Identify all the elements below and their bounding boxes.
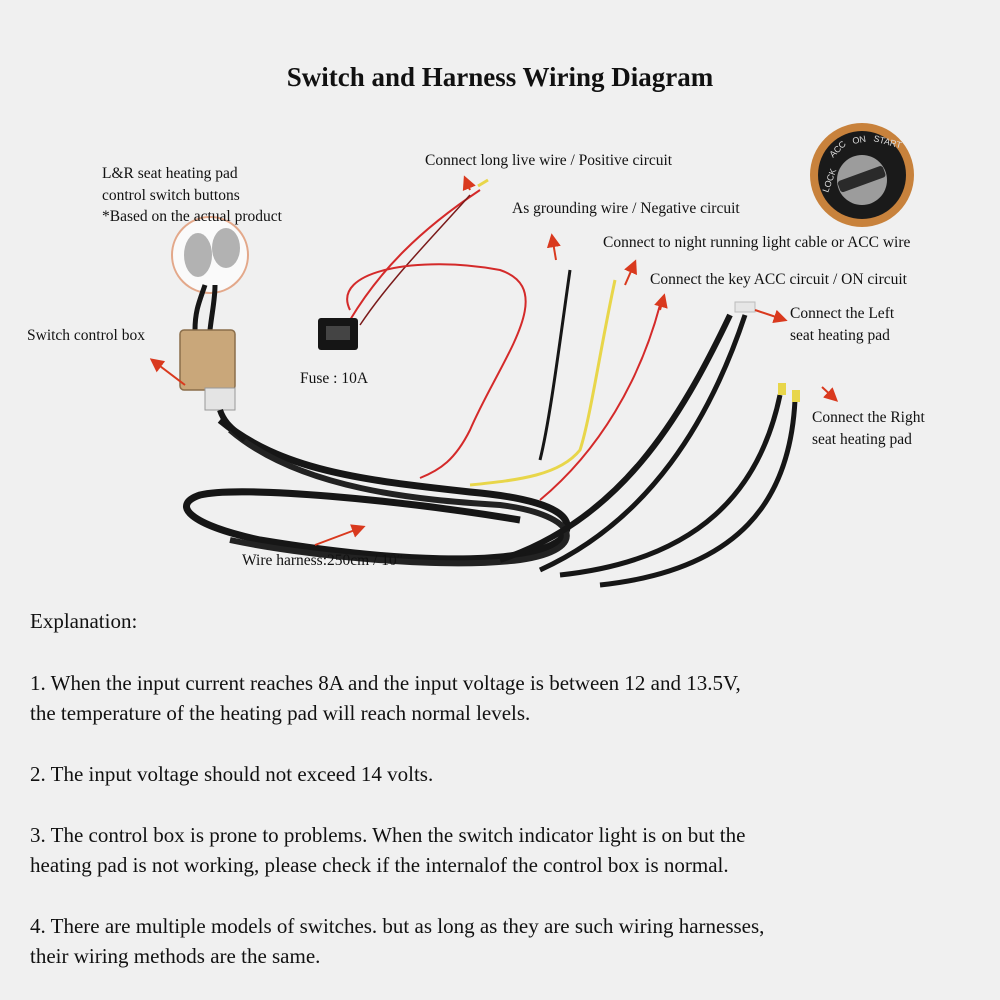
note-3-line2: heating pad is not working, please check… — [30, 853, 729, 877]
right-pad-cable — [559, 394, 783, 578]
explanation-note-4: 4. There are multiple models of switches… — [30, 911, 980, 971]
right-pad-connector — [778, 383, 786, 395]
switch-control-box — [179, 329, 236, 391]
label-key-acc: Connect the key ACC circuit / ON circuit — [650, 271, 907, 288]
label-night-running-light: Connect to night running light cable or … — [603, 234, 911, 251]
fuse-slot — [326, 326, 350, 340]
note-1-line2: the temperature of the heating pad will … — [30, 701, 531, 725]
ignition-on-text: ON — [852, 134, 867, 146]
harness-loop — [183, 417, 571, 563]
explanation-note-3: 3. The control box is prone to problems.… — [30, 820, 980, 880]
label-long-live-wire: Connect long live wire / Positive circui… — [425, 152, 673, 169]
note-3-line1: 3. The control box is prone to problems.… — [30, 823, 746, 847]
left-pad-cable-2 — [538, 314, 748, 573]
live-wire-tip — [477, 178, 489, 188]
arrow-key-acc — [654, 293, 668, 311]
explanation-note-1: 1. When the input current reaches 8A and… — [30, 668, 980, 728]
label-switch-control-box: Switch control box — [27, 327, 145, 344]
label-grounding-wire: As grounding wire / Negative circuit — [512, 200, 740, 217]
note-2-line1: 2. The input voltage should not exceed 1… — [30, 762, 434, 786]
arrow-right-pad — [821, 386, 839, 402]
red-acc-wire — [539, 304, 661, 501]
red-loop-wire — [346, 263, 527, 479]
red-live-wire — [349, 189, 481, 321]
label-switch-buttons-line2: control switch buttons — [102, 186, 240, 204]
label-left-pad-line1: Connect the Left — [790, 305, 895, 322]
explanation-heading: Explanation: — [30, 609, 138, 633]
note-1-line1: 1. When the input current reaches 8A and… — [30, 671, 741, 695]
note-4-line2: their wiring methods are the same. — [30, 944, 321, 968]
label-switch-buttons-line3: *Based on the actual product — [102, 208, 282, 225]
arrow-harness — [314, 524, 366, 546]
label-left-pad: Connect the Left seat heating pad — [790, 303, 894, 346]
left-pad-connector — [734, 301, 756, 313]
label-right-pad-line1: Connect the Right — [812, 409, 925, 426]
arrow-control-box — [149, 358, 186, 386]
red-live-wire-2 — [359, 194, 471, 326]
label-switch-buttons-line1: L&R seat heating pad — [102, 165, 238, 182]
label-switch-buttons: L&R seat heating pad control switch butt… — [102, 163, 282, 228]
right-pad-cable-2 — [599, 399, 798, 588]
diagram-title: Switch and Harness Wiring Diagram — [286, 62, 714, 92]
arrow-long-live — [462, 175, 476, 192]
label-wire-harness: Wire harness:250cm / 10″ — [242, 552, 404, 569]
switch-leads — [192, 284, 218, 331]
arrow-left-pad — [754, 309, 788, 324]
arrow-night-light — [624, 259, 637, 286]
control-box-output — [217, 408, 248, 443]
arrow-ground — [546, 233, 561, 261]
right-pad-connector-2 — [792, 390, 800, 402]
grounding-wire — [538, 269, 572, 461]
label-fuse: Fuse : 10A — [300, 370, 369, 387]
button-right — [212, 228, 240, 268]
label-left-pad-line2: seat heating pad — [790, 326, 890, 344]
label-right-pad: Connect the Right seat heating pad — [812, 407, 925, 450]
wiring-illustration: LOCK ACC ON START — [149, 123, 914, 588]
yellow-wire — [469, 279, 617, 487]
ignition-switch: LOCK ACC ON START — [810, 123, 914, 227]
left-pad-cable — [499, 313, 733, 563]
button-left — [184, 233, 212, 277]
control-box-connector — [204, 387, 236, 411]
label-right-pad-line2: seat heating pad — [812, 430, 912, 448]
harness-loop-2 — [228, 427, 570, 567]
note-4-line1: 4. There are multiple models of switches… — [30, 914, 765, 938]
explanation-note-2: 2. The input voltage should not exceed 1… — [30, 759, 980, 789]
